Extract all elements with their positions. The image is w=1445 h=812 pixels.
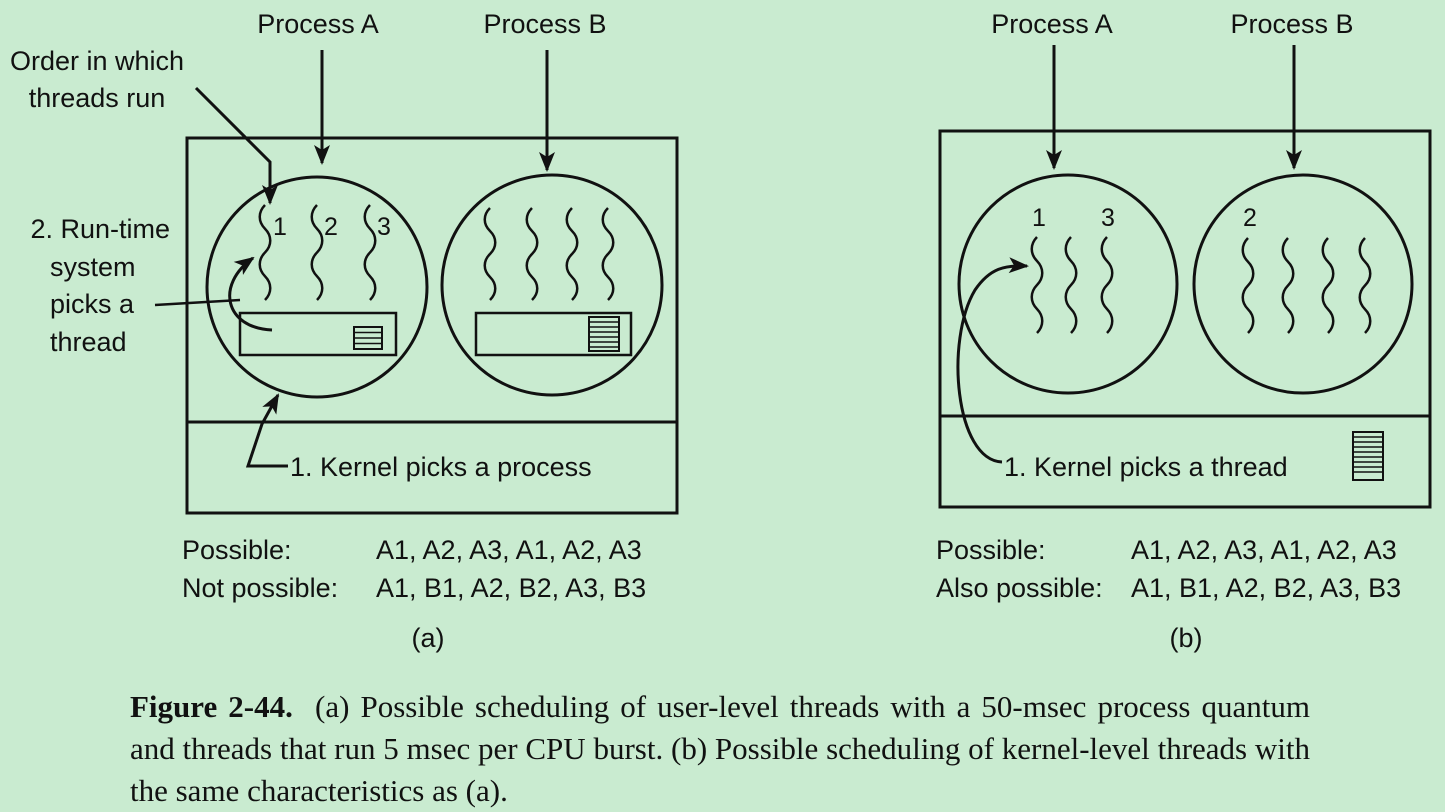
process-a-label: Process A [257, 9, 379, 39]
caption-text: (a) Possible scheduling of user-level th… [130, 689, 1310, 808]
also-possible-seq: A1, B1, A2, B2, A3, B3 [1131, 573, 1401, 603]
kernel-pick-arrow [245, 393, 288, 468]
process-a-circle [205, 175, 429, 399]
thread-number-1: 1 [273, 213, 287, 241]
thread-number-3: 3 [377, 213, 391, 241]
figure-caption: Figure 2-44. (a) Possible scheduling of … [130, 686, 1310, 812]
not-possible-seq: A1, B1, A2, B2, A3, B3 [376, 573, 646, 603]
thread-number-2-b: 2 [1243, 204, 1257, 232]
thread-number-2: 2 [324, 213, 338, 241]
thread-table-icon-kernel [1352, 431, 1384, 481]
thread-squiggle [601, 207, 615, 301]
thread-number-1-b: 1 [1032, 204, 1046, 232]
runtime-system-box-b [474, 311, 633, 357]
thread-squiggle [1281, 237, 1295, 334]
process-b-threads-b [1241, 237, 1372, 334]
not-possible-label: Not possible: [182, 573, 338, 603]
runtime-label-line3: picks a [50, 289, 135, 319]
address-space-box [185, 136, 679, 515]
address-space-box-b [938, 129, 1432, 509]
possible-seq-b: A1, A2, A3, A1, A2, A3 [1131, 535, 1397, 565]
process-b-circle-b [1192, 173, 1414, 395]
runtime-label-line4: thread [50, 327, 127, 357]
possible-label-a: Possible: [182, 535, 292, 565]
panel-b: Process A Process B 1 3 2 1. Kernel pick… [936, 9, 1432, 653]
thread-table-icon-b [588, 316, 620, 352]
process-a-circle-b [957, 173, 1179, 395]
panel-a-tag: (a) [412, 623, 445, 653]
panel-a: Process A Process B Order in which threa… [10, 9, 679, 653]
runtime-system-box-a [238, 311, 398, 357]
thread-squiggle [1100, 236, 1114, 334]
thread-scheduling-diagram: Process A Process B Order in which threa… [10, 9, 1432, 653]
thread-squiggle [1064, 236, 1078, 334]
runtime-leader-line [154, 298, 241, 307]
possible-seq-a: A1, A2, A3, A1, A2, A3 [376, 535, 642, 565]
thread-number-3-b: 3 [1101, 204, 1115, 232]
caption-label: Figure 2-44. [130, 689, 293, 724]
thread-squiggle [1321, 237, 1335, 334]
process-a-threads-b [1030, 236, 1114, 334]
runtime-label-line1: 2. Run-time [30, 214, 170, 244]
thread-squiggle [483, 207, 497, 301]
kernel-picks-process-label: 1. Kernel picks a process [290, 452, 592, 482]
thread-squiggle [258, 204, 272, 301]
thread-squiggle [1030, 236, 1044, 334]
thread-table-rows-a [354, 331, 382, 345]
process-b-label-b: Process B [1230, 9, 1353, 39]
thread-squiggle [363, 204, 377, 301]
runtime-label-line2: system [50, 252, 136, 282]
thread-squiggle [525, 207, 539, 301]
process-b-circle [440, 173, 664, 397]
process-a-label-b: Process A [991, 9, 1113, 39]
possible-label-b: Possible: [936, 535, 1046, 565]
thread-table-rows-kernel [1353, 436, 1383, 473]
panel-b-tag: (b) [1170, 623, 1203, 653]
also-possible-label: Also possible: [936, 573, 1103, 603]
kernel-picks-thread-label: 1. Kernel picks a thread [1004, 452, 1288, 482]
process-b-label: Process B [483, 9, 606, 39]
thread-squiggle [1241, 237, 1255, 334]
thread-squiggle [565, 207, 579, 301]
process-a-threads [258, 204, 377, 301]
runtime-pick-arrow [228, 256, 273, 332]
thread-squiggle [1358, 237, 1372, 334]
process-b-threads [483, 207, 615, 301]
order-arrow [194, 86, 278, 205]
order-label-line1: Order in which [10, 46, 184, 76]
thread-table-rows-b [589, 321, 619, 348]
order-label-line2: threads run [29, 83, 166, 113]
kernel-pick-thread-arrow [956, 257, 1029, 464]
thread-squiggle [310, 204, 324, 301]
